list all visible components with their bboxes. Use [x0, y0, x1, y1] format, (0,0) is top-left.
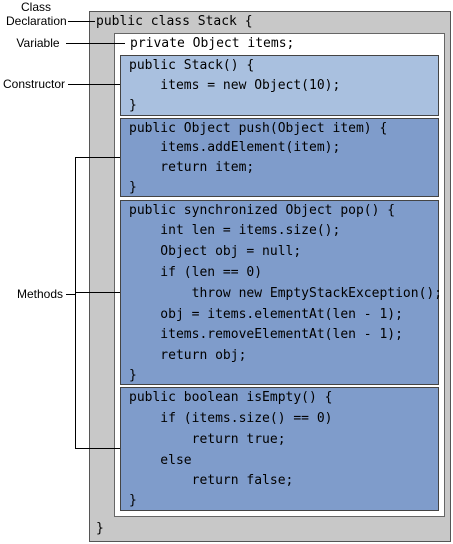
pop-line-9: }	[129, 368, 137, 383]
pop-line-6: obj = items.elementAt(len - 1);	[129, 307, 403, 322]
pop-line-3: Object obj = null;	[129, 244, 302, 259]
class-declaration-leader	[68, 21, 95, 22]
methods-bracket-top	[75, 157, 120, 158]
class-declaration-label-line1: Class	[20, 0, 51, 14]
pop-line-7: items.removeElementAt(len - 1);	[129, 327, 403, 342]
is-empty-line-2: if (items.size() == 0)	[129, 411, 333, 426]
push-method-block: public Object push(Object item) { items.…	[120, 118, 439, 197]
variable-label: Variable	[16, 36, 60, 50]
is-empty-line-6: }	[129, 493, 137, 508]
class-close-brace: }	[96, 521, 104, 536]
is-empty-line-5: return false;	[129, 473, 294, 488]
constructor-label: Constructor	[2, 77, 66, 91]
methods-leader	[66, 294, 75, 295]
pop-line-5: throw new EmptyStackException();	[129, 286, 443, 301]
push-line-3: return item;	[129, 160, 255, 175]
constructor-line-3: }	[129, 98, 137, 113]
pop-line-1: public synchronized Object pop() {	[129, 203, 396, 218]
pop-line-4: if (len == 0)	[129, 265, 263, 280]
field-declaration: private Object items;	[130, 36, 295, 51]
is-empty-method-block: public boolean isEmpty() { if (items.siz…	[120, 387, 439, 511]
class-declaration-label: Class Declaration	[6, 0, 67, 28]
is-empty-line-1: public boolean isEmpty() {	[129, 390, 333, 405]
methods-bracket-middle	[75, 292, 120, 293]
class-header: public class Stack {	[96, 14, 253, 29]
methods-bracket-vertical	[75, 157, 76, 449]
constructor-line-1: public Stack() {	[129, 58, 255, 73]
constructor-line-2: items = new Object(10);	[129, 78, 341, 93]
variable-leader	[66, 43, 125, 44]
pop-line-2: int len = items.size();	[129, 223, 341, 238]
constructor-block: public Stack() { items = new Object(10);…	[120, 55, 439, 116]
push-line-4: }	[129, 180, 137, 195]
push-line-1: public Object push(Object item) {	[129, 121, 388, 136]
constructor-leader	[68, 84, 120, 85]
class-declaration-label-line2: Declaration	[6, 14, 67, 28]
is-empty-line-3: return true;	[129, 432, 286, 447]
is-empty-line-4: else	[129, 453, 192, 468]
methods-label: Methods	[16, 287, 64, 301]
methods-bracket-bottom	[75, 448, 120, 449]
pop-method-block: public synchronized Object pop() { int l…	[120, 200, 443, 385]
pop-line-8: return obj;	[129, 348, 247, 363]
push-line-2: items.addElement(item);	[129, 140, 341, 155]
